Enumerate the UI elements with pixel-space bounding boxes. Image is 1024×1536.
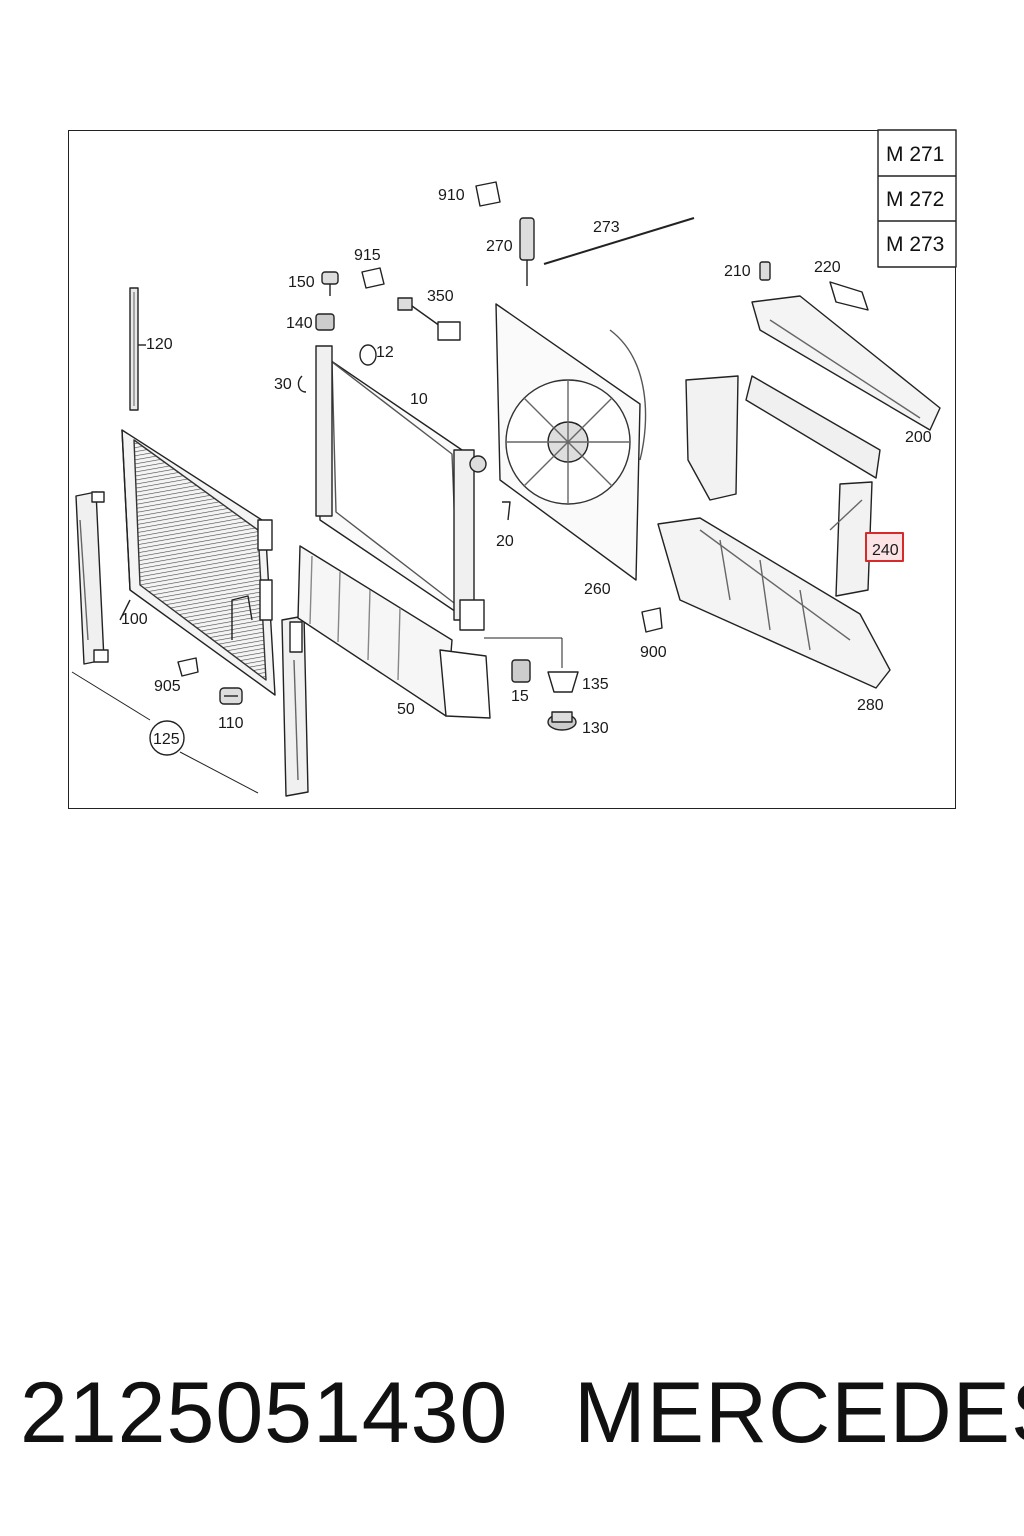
callout-260: 260 bbox=[584, 581, 611, 598]
part-220-cover bbox=[829, 281, 869, 311]
part-125-right-bracket bbox=[281, 615, 309, 797]
part-905-clip bbox=[177, 657, 199, 677]
part-50-oil-cooler bbox=[297, 545, 491, 719]
part-15-sensor bbox=[511, 659, 531, 683]
part-240-side-deflector bbox=[685, 375, 873, 597]
callout-20: 20 bbox=[496, 533, 514, 550]
variant-m272: M 272 bbox=[886, 188, 944, 211]
part-125-left-bracket bbox=[75, 491, 109, 665]
callout-200: 200 bbox=[905, 429, 932, 446]
callout-220: 220 bbox=[814, 259, 841, 276]
callout-15: 15 bbox=[511, 688, 529, 705]
callout-273: 273 bbox=[593, 219, 620, 236]
diagram-frame bbox=[68, 130, 956, 809]
part-150-clip bbox=[321, 271, 339, 296]
part-110-bushing bbox=[219, 687, 243, 705]
variant-table bbox=[877, 129, 957, 268]
part-900-clip bbox=[641, 607, 663, 633]
part-100-condenser bbox=[119, 429, 276, 696]
callout-10: 10 bbox=[410, 391, 428, 408]
callout-12: 12 bbox=[376, 344, 394, 361]
callout-280: 280 bbox=[857, 697, 884, 714]
part-270-dipstick-tube bbox=[519, 217, 535, 286]
callout-140: 140 bbox=[286, 315, 313, 332]
callout-915: 915 bbox=[354, 247, 381, 264]
callout-905: 905 bbox=[154, 678, 181, 695]
part-135-bracket bbox=[547, 671, 579, 693]
part-910-clip bbox=[475, 181, 501, 207]
callout-125-circle bbox=[149, 720, 185, 756]
part-280-lower-duct bbox=[657, 517, 891, 689]
callout-240-highlight bbox=[865, 532, 904, 562]
part-140-grommet bbox=[315, 313, 335, 331]
part-30-clip bbox=[297, 375, 307, 393]
callout-270: 270 bbox=[486, 238, 513, 255]
variant-m273: M 273 bbox=[886, 233, 944, 256]
part-120-rod bbox=[129, 287, 146, 411]
callout-120: 120 bbox=[146, 336, 173, 353]
callout-910: 910 bbox=[438, 187, 465, 204]
callout-30: 30 bbox=[274, 376, 292, 393]
callout-240: 240 bbox=[872, 542, 899, 559]
part-350-sensor bbox=[397, 297, 461, 341]
brand-name: MERCEDES bbox=[574, 1365, 1024, 1461]
callout-125: 125 bbox=[153, 731, 180, 748]
part-10-radiator bbox=[315, 345, 487, 631]
part-915-clip bbox=[361, 267, 385, 289]
callout-50: 50 bbox=[397, 701, 415, 718]
callout-210: 210 bbox=[724, 263, 751, 280]
part-260-fan-shroud bbox=[495, 303, 647, 581]
part-273-cable bbox=[543, 217, 695, 265]
part-20-clip bbox=[502, 501, 511, 521]
part-12-ring bbox=[359, 344, 377, 366]
part-130-mount bbox=[547, 711, 577, 731]
callout-100: 100 bbox=[121, 611, 148, 628]
callout-350: 350 bbox=[427, 288, 454, 305]
part-210-clip bbox=[759, 261, 771, 281]
callout-110: 110 bbox=[218, 715, 244, 732]
callout-135: 135 bbox=[582, 676, 609, 693]
callout-130: 130 bbox=[582, 720, 609, 737]
variant-m271: M 271 bbox=[886, 143, 944, 166]
callout-900: 900 bbox=[640, 644, 667, 661]
callout-150: 150 bbox=[288, 274, 315, 291]
part-200-air-duct bbox=[745, 295, 941, 479]
part-number: 2125051430 bbox=[20, 1365, 509, 1461]
